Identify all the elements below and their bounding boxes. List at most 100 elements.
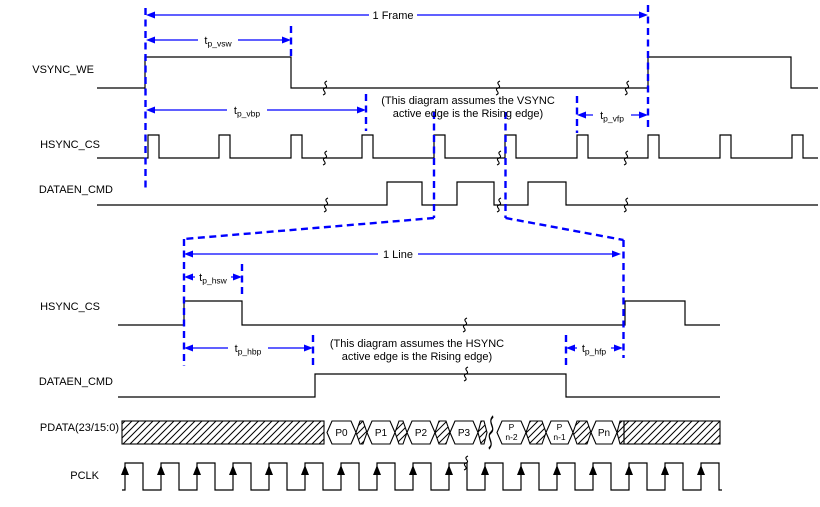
vsync-note-line2: active edge is the Rising edge) — [393, 108, 543, 120]
tp-hbp-sub: p_hbp — [238, 347, 262, 357]
tp-vfp-label: tp_vfp — [600, 110, 624, 124]
zoom-diagonal-left — [183, 216, 435, 241]
clock-edge-arrow-icon — [157, 465, 165, 475]
arrow-head-right-icon — [639, 111, 648, 119]
tp-vfp-dimension: tp_vfp — [577, 110, 648, 124]
clock-edge-arrow-icon — [229, 465, 237, 475]
arrow-head-right-icon — [357, 106, 366, 114]
hsync-note-line1: (This diagram assumes the HSYNC — [330, 338, 504, 350]
pdata-separator — [525, 420, 547, 445]
arrow-head-left-icon — [566, 344, 575, 352]
vsync-we-waveform — [97, 56, 818, 89]
hsync-cs-bottom-waveform — [118, 300, 720, 326]
pdata-cell-label: Pn — [598, 428, 610, 439]
arrow-head-right-icon — [282, 36, 291, 44]
tp-vbp-dimension: tp_vbp — [146, 105, 366, 119]
clock-edge-arrow-icon — [373, 465, 381, 475]
pdata-cell-shape — [449, 420, 479, 445]
pdata-invalid-region-left — [121, 420, 325, 445]
pdata-invalid-region-right — [623, 420, 721, 445]
pdata-separator — [355, 420, 368, 445]
pdata-separator — [394, 420, 408, 445]
clock-edge-arrow-icon — [553, 465, 561, 475]
pdata-cell-label: P0 — [335, 428, 348, 439]
pdata-cell-label: P2 — [415, 428, 428, 439]
tp-vsw-dimension: tp_vsw — [146, 35, 291, 49]
pdata-separator — [477, 420, 488, 445]
pdata-label: PDATA(23/15:0) — [40, 422, 119, 434]
pclk-label: PCLK — [70, 470, 99, 482]
pdata-cell-label: P — [509, 422, 515, 432]
clock-edge-arrow-icon — [517, 465, 525, 475]
pdata-separator — [434, 420, 451, 445]
tp-hbp-base: t — [235, 343, 238, 355]
pdata-cell-pn1: P n-1 — [545, 420, 574, 445]
clock-edge-arrow-icon — [265, 465, 273, 475]
tp-vsw-base: t — [204, 35, 207, 47]
pdata-cell-shape — [590, 420, 618, 445]
pdata-cell-label: n-1 — [553, 432, 566, 442]
clock-edge-arrow-icon — [661, 465, 669, 475]
arrow-head-left-icon — [184, 273, 193, 281]
clock-edge-arrow-icon — [409, 465, 417, 475]
tp-hsw-label: tp_hsw — [199, 272, 227, 286]
arrow-head-right-icon — [639, 11, 648, 19]
tp-hbp-dimension: tp_hbp — [184, 343, 313, 357]
pdata-cell-label: P1 — [375, 428, 388, 439]
hsync-note-line2: active edge is the Rising edge) — [342, 351, 492, 363]
line-dimension: 1 Line — [184, 249, 621, 261]
tp-hsw-base: t — [199, 272, 202, 284]
tp-hfp-dimension: tp_hfp — [566, 343, 623, 357]
tp-hfp-sub: p_hfp — [585, 347, 607, 357]
signal-labels: VSYNC_WE HSYNC_CS DATAEN_CMD HSYNC_CS DA… — [32, 64, 119, 482]
tp-hfp-label: tp_hfp — [582, 343, 607, 357]
clock-edge-arrow-icon — [337, 465, 345, 475]
pdata-bus: P0 P1 P2 P3 P n-2 P n-1 Pn — [121, 420, 721, 445]
hsync-cs-top-label: HSYNC_CS — [40, 139, 100, 151]
hsync-note: (This diagram assumes the HSYNC active e… — [330, 338, 504, 363]
tp-vfp-base: t — [600, 110, 603, 122]
tp-vbp-label: tp_vbp — [234, 105, 260, 119]
vsync-note-line1: (This diagram assumes the VSYNC — [381, 95, 555, 107]
pdata-cell-p3: P3 — [449, 420, 479, 445]
dataen-cmd-top-waveform — [97, 181, 818, 206]
pdata-cell-p2: P2 — [406, 420, 436, 445]
vsync-we-label: VSYNC_WE — [32, 64, 94, 76]
line-label: 1 Line — [383, 249, 413, 261]
pdata-separator — [616, 420, 625, 445]
top-section-waveforms — [97, 56, 818, 206]
arrow-head-left-icon — [146, 106, 155, 114]
pdata-cell-shape — [326, 420, 357, 445]
arrow-head-right-icon — [612, 250, 621, 258]
tp-hfp-base: t — [582, 343, 585, 355]
tp-vsw-label: tp_vsw — [204, 35, 232, 49]
break-mark-icon — [487, 415, 495, 450]
pdata-separator — [572, 420, 592, 445]
clock-edge-arrow-icon — [301, 465, 309, 475]
pdata-cell-shape — [406, 420, 436, 445]
hsync-cs-bottom-label: HSYNC_CS — [40, 301, 100, 313]
pdata-break-mark-icon — [487, 415, 495, 450]
tp-hsw-sub: p_hsw — [202, 276, 227, 286]
arrow-head-right-icon — [304, 344, 313, 352]
arrow-head-left-icon — [146, 11, 155, 19]
tp-hsw-dimension: tp_hsw — [184, 272, 242, 286]
pclk-waveform — [122, 462, 722, 491]
clock-edge-arrow-icon — [193, 465, 201, 475]
pdata-cell-p0: P0 — [326, 420, 357, 445]
clock-edge-arrow-icon — [445, 465, 453, 475]
dashed-guides — [144, 5, 650, 366]
tp-hbp-label: tp_hbp — [235, 343, 262, 357]
pdata-cell-label: n-2 — [505, 432, 518, 442]
pdata-cell-pn2: P n-2 — [496, 420, 527, 445]
pclk-rising-edge-arrows — [121, 465, 705, 475]
hsync-cs-top-waveform — [97, 134, 818, 159]
pdata-cell-shape — [366, 420, 396, 445]
pdata-cell-shape — [496, 420, 527, 445]
tp-vbp-sub: p_vbp — [237, 109, 260, 119]
pdata-cell-shape — [545, 420, 574, 445]
dataen-cmd-bottom-waveform — [118, 373, 720, 398]
arrow-head-left-icon — [146, 36, 155, 44]
frame-label: 1 Frame — [373, 10, 414, 22]
